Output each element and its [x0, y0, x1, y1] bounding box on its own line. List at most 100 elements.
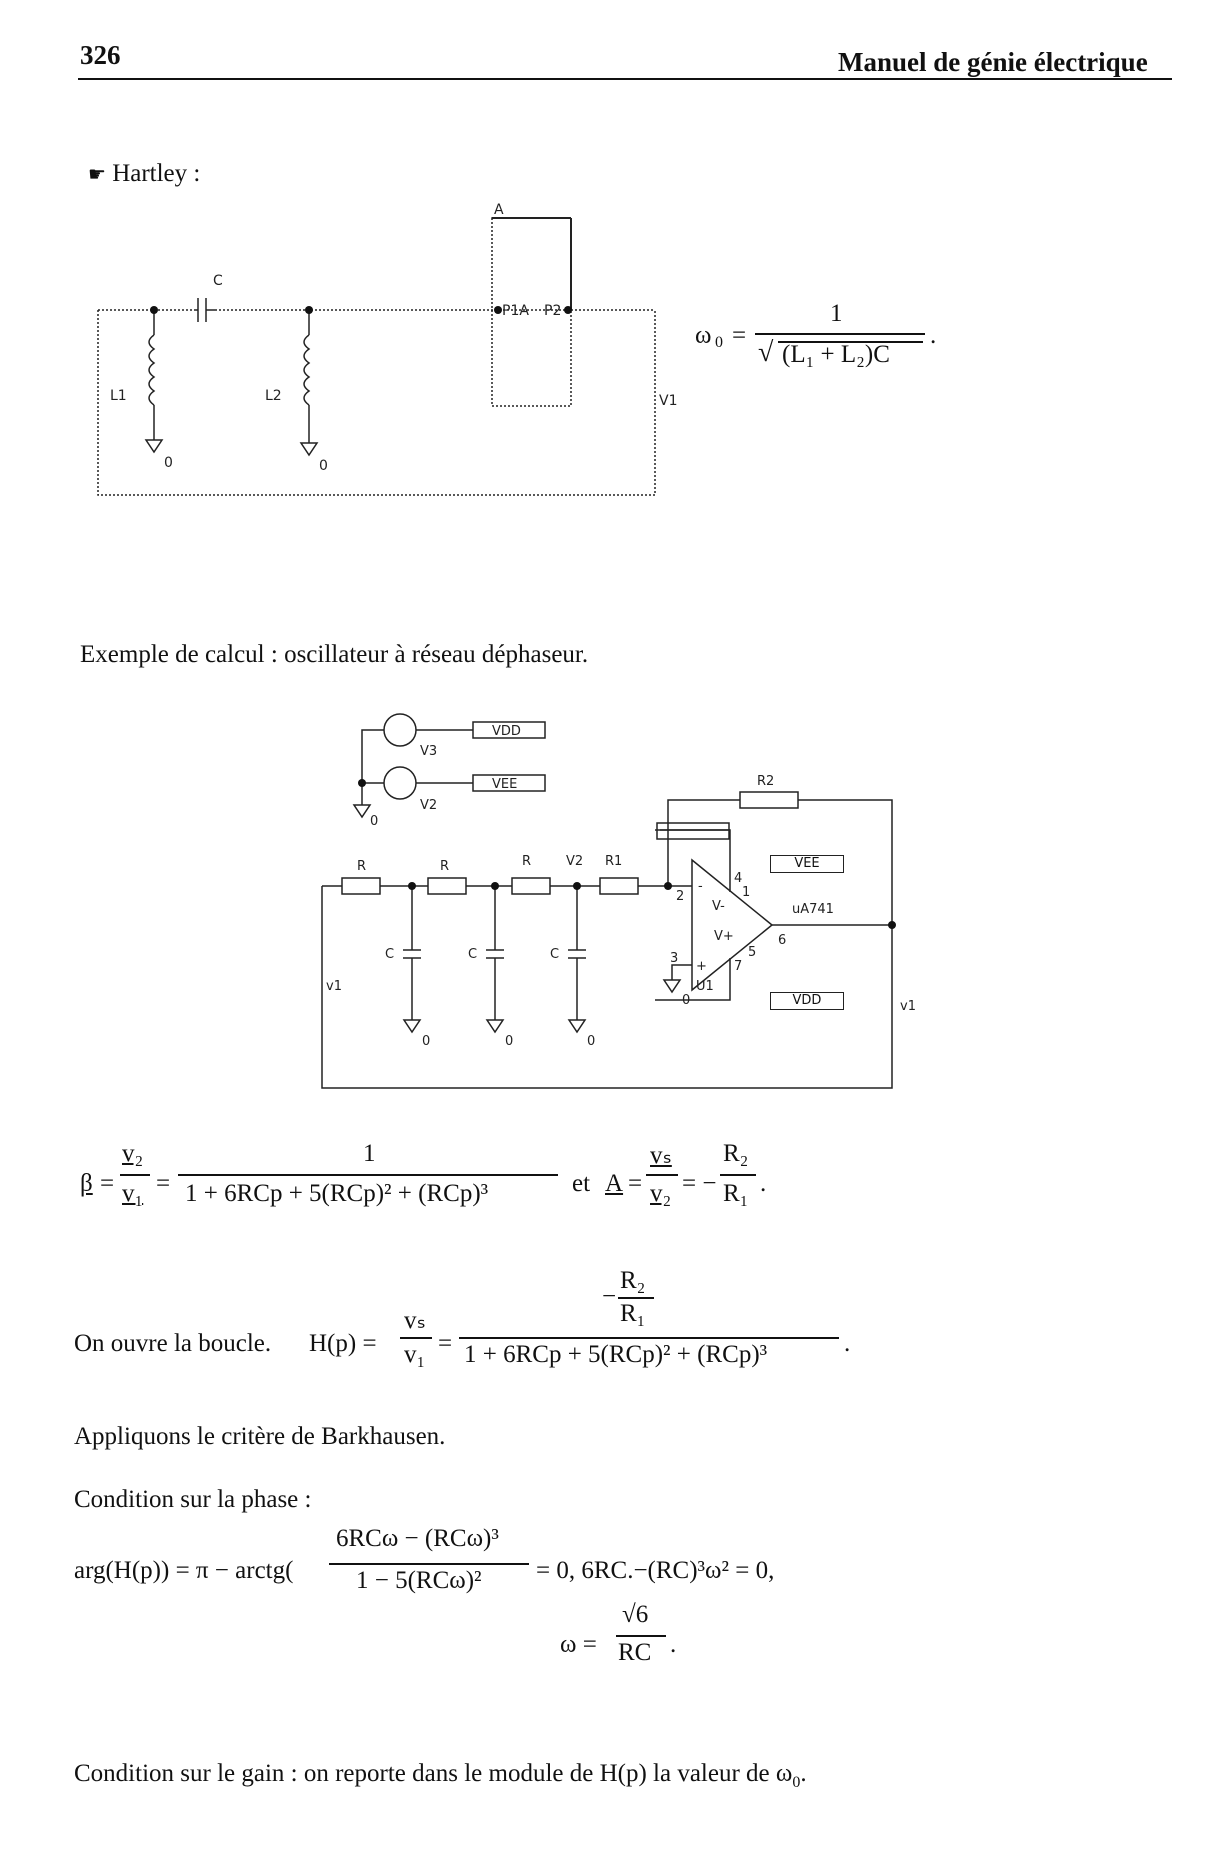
gain-dot: .	[800, 1760, 807, 1787]
omega-symbol: ω	[695, 322, 712, 349]
phase-den: 1 − 5(RCω)²	[356, 1567, 482, 1594]
omega-equation: ω = √6 RC .	[560, 1601, 700, 1685]
c3-label: C	[550, 947, 559, 962]
pin1-label: 1	[742, 885, 750, 900]
capacitor-label: C	[213, 273, 223, 289]
phase-rhs: = 0, 6RC.−(RC)³ω² = 0,	[536, 1557, 775, 1584]
plus-input-label: +	[696, 959, 707, 974]
beta-dot: .	[760, 1170, 767, 1197]
ground-op-label: 0	[682, 993, 690, 1008]
v2-node-label: V2	[566, 854, 583, 869]
omega-subscript: 0	[715, 334, 723, 351]
u1-label: U1	[696, 979, 714, 994]
ground-c3-label: 0	[587, 1034, 595, 1049]
beta-frac1-num: v₂	[122, 1140, 144, 1167]
gain-condition: Condition sur le gain : on reporte dans …	[74, 1760, 807, 1792]
v1-left-label: v1	[326, 979, 342, 994]
hartley-title: ☛ Hartley :	[88, 160, 200, 188]
omega-den: RC	[618, 1639, 652, 1666]
pin6-label: 6	[778, 933, 786, 948]
vee-op-box: VEE	[770, 855, 844, 873]
phase-shift-schematic: VDD VEE V3 V2 0 R R R V2 R1 R2 C C C 0 0…	[321, 713, 916, 1089]
hartley-title-text: Hartley :	[112, 160, 201, 187]
amp-a-label: A	[494, 202, 504, 218]
beta-eq3: =	[628, 1170, 643, 1197]
vplus-label: V+	[714, 929, 734, 944]
pointing-hand-icon: ☛	[88, 162, 106, 186]
header-rule	[78, 78, 1172, 80]
minus-input-label: -	[698, 879, 703, 894]
vdd-op-box: VDD	[770, 992, 844, 1010]
pin7-label: 7	[734, 959, 742, 974]
gain-sub: 0	[792, 1774, 801, 1791]
c2-label: C	[468, 947, 477, 962]
loop-top-minus: −	[602, 1283, 617, 1310]
opamp-model-label: uA741	[792, 902, 834, 917]
barkhausen-text: Appliquons le critère de Barkhausen.	[74, 1423, 446, 1450]
beta-frac3-den: v₂	[650, 1180, 672, 1207]
hartley-formula: ω 0 = 1 √ (L₁ + L₂)C .	[695, 300, 937, 368]
r3-label: R	[522, 854, 531, 869]
gain-a-symbol: A	[605, 1170, 624, 1197]
l2-label: L2	[265, 388, 282, 404]
beta-frac1-den: v₁	[122, 1180, 144, 1207]
beta-frac4-den: R₁	[723, 1180, 749, 1207]
pin4-label: 4	[734, 871, 742, 886]
example-title: Exemple de calcul : oscillateur à réseau…	[80, 641, 589, 668]
beta-frac4-num: R₂	[723, 1140, 749, 1167]
ground-label-2: 0	[319, 458, 328, 474]
v2-source-label: V2	[420, 798, 437, 813]
ground-label-1: 0	[164, 455, 173, 471]
beta-frac2-num: 1	[363, 1140, 376, 1167]
hartley-dot: .	[930, 322, 937, 349]
ground-c1-label: 0	[422, 1034, 430, 1049]
hartley-denominator: (L₁ + L₂)C	[782, 341, 890, 368]
page-number: 326	[80, 40, 121, 70]
l1-label: L1	[110, 388, 127, 404]
phase-title: Condition sur la phase :	[74, 1486, 312, 1513]
r2-feedback-label: R2	[757, 774, 774, 789]
loop-lhs: H(p) =	[309, 1330, 377, 1357]
vdd-top-label: VDD	[492, 724, 521, 739]
r2-label: R	[440, 859, 449, 874]
ground-top-label: 0	[370, 814, 378, 829]
pin-p2-label: P2	[544, 303, 561, 319]
book-title: Manuel de génie électrique	[838, 47, 1148, 77]
loop-text: On ouvre la boucle.	[74, 1330, 272, 1357]
v3-label: V3	[420, 744, 437, 759]
phase-equation: arg(H(p)) = π − arctg( 6RCω − (RCω)³ 1 −…	[74, 1525, 854, 1605]
gain-text: Condition sur le gain : on reporte dans …	[74, 1760, 793, 1787]
loop-dot: .	[844, 1330, 851, 1357]
ground-c2-label: 0	[505, 1034, 513, 1049]
omega-dot: .	[670, 1631, 677, 1658]
beta-symbol: β	[80, 1170, 93, 1197]
beta-et: et	[572, 1170, 591, 1197]
r1-label: R	[357, 859, 366, 874]
loop-eq: =	[438, 1330, 453, 1357]
v1-right-label: v1	[900, 999, 916, 1014]
loop-top-num: R₂	[620, 1267, 646, 1294]
beta-eq2: =	[156, 1170, 171, 1197]
vee-top-label: VEE	[492, 777, 517, 792]
pin5-label: 5	[748, 945, 756, 960]
beta-eq4: = −	[682, 1170, 717, 1197]
phase-lhs: arg(H(p)) = π − arctg(	[74, 1557, 294, 1584]
pin3-label: 3	[670, 951, 678, 966]
omega-num: √6	[622, 1601, 649, 1628]
beta-frac2-den: 1 + 6RCp + 5(RCp)² + (RCp)³	[185, 1180, 489, 1207]
loop-den: 1 + 6RCp + 5(RCp)² + (RCp)³	[464, 1341, 768, 1368]
omega-lhs: ω =	[560, 1631, 597, 1658]
beta-frac3-num: vₛ	[650, 1142, 672, 1169]
v1-label: V1	[659, 393, 677, 409]
pin-p1a-label: P1A	[502, 303, 529, 319]
hartley-schematic: C L1 L2 0 0 A P1A P2 V1	[97, 202, 677, 496]
phase-num: 6RCω − (RCω)³	[336, 1525, 499, 1552]
loop-top-den: R₁	[620, 1300, 646, 1327]
beta-eq1: =	[100, 1170, 115, 1197]
c1-label: C	[385, 947, 394, 962]
rf-label: R1	[605, 854, 622, 869]
hartley-numerator: 1	[830, 300, 843, 327]
loop-equation: On ouvre la boucle. H(p) = vₛ v₁ = − R₂ …	[74, 1267, 850, 1385]
loop-frac1-den: v₁	[404, 1341, 426, 1368]
vminus-label: V-	[712, 899, 725, 914]
